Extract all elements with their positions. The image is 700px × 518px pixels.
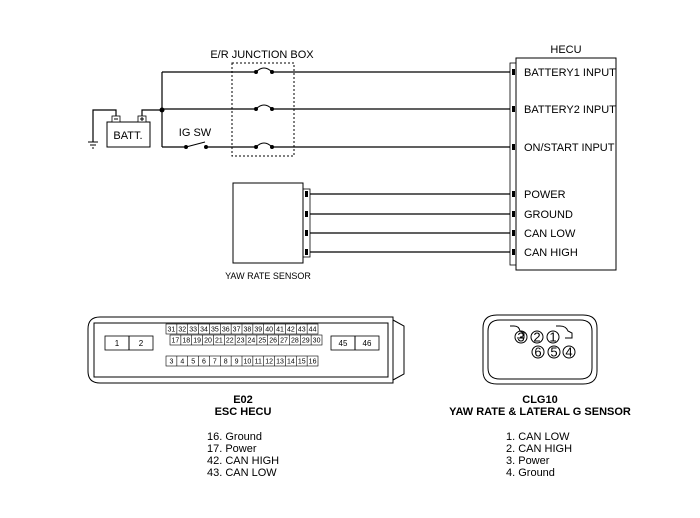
e02-pin: 40 <box>265 327 273 334</box>
e02-pin-note: 42. CAN HIGH <box>207 455 279 467</box>
yaw-sensor-label: YAW RATE SENSOR <box>225 271 311 281</box>
ig-switch <box>184 141 208 149</box>
e02-pin: 4 <box>180 359 184 366</box>
e02-pin: 26 <box>269 338 277 345</box>
e02-pin: 22 <box>226 338 234 345</box>
e02-pin: 8 <box>224 359 228 366</box>
e02-pin: 27 <box>280 338 288 345</box>
clg10-pin-note: 2. CAN HIGH <box>506 443 572 455</box>
e02-pin: 33 <box>189 327 197 334</box>
e02-pin: 31 <box>168 327 176 334</box>
e02-pin: 38 <box>244 327 252 334</box>
e02-pin: 5 <box>191 359 195 366</box>
yaw-sensor-box <box>232 182 304 264</box>
e02-pin: 43 <box>298 327 306 334</box>
clg10-code: CLG10 <box>522 394 557 406</box>
clg10-pin: 6 <box>534 345 541 360</box>
bus-junction-1 <box>159 107 165 113</box>
clg10-pin-note: 1. CAN LOW <box>506 431 570 443</box>
clg10-connector <box>482 314 598 385</box>
ground-icon <box>88 141 98 149</box>
hecu-pin-can-high: CAN HIGH <box>524 247 578 259</box>
e02-pin: 39 <box>254 327 262 334</box>
hecu-title: HECU <box>550 44 581 56</box>
hecu-pin-can-low: CAN LOW <box>524 228 576 240</box>
battery-ground-wire <box>92 109 117 142</box>
clg10-pin: 4 <box>565 345 572 360</box>
clg10-pin: 5 <box>550 345 557 360</box>
fuse-1 <box>254 67 274 74</box>
clg10-pin-note: 4. Ground <box>506 467 555 479</box>
e02-pin: 24 <box>248 338 256 345</box>
clg10-pin: 2 <box>533 330 540 345</box>
clg10-pin-note: 3. Power <box>506 455 550 467</box>
battery <box>106 115 151 148</box>
e02-pin: 30 <box>313 338 321 345</box>
e02-pin: 44 <box>309 327 317 334</box>
e02-pin: 7 <box>213 359 217 366</box>
e02-pin: 2 <box>139 339 144 348</box>
e02-pin: 29 <box>302 338 310 345</box>
e02-pin: 21 <box>215 338 223 345</box>
hecu-pin-battery2-input: BATTERY2 INPUT <box>524 104 616 116</box>
e02-pin: 41 <box>276 327 284 334</box>
hecu-connector <box>509 62 517 266</box>
e02-pin: 12 <box>265 359 273 366</box>
clg10-pin: 1 <box>549 330 556 345</box>
battery-label: BATT. <box>113 130 142 142</box>
e02-pin: 11 <box>255 359 262 366</box>
battery-positive-wire <box>141 109 162 116</box>
e02-pin: 37 <box>233 327 241 334</box>
e02-pin: 18 <box>182 338 190 345</box>
e02-pin-note: 16. Ground <box>207 431 262 443</box>
e02-pin: 9 <box>235 359 239 366</box>
e02-pin: 20 <box>204 338 212 345</box>
e02-pin: 6 <box>202 359 206 366</box>
e02-pin: 13 <box>276 359 284 366</box>
e02-code: E02 <box>233 394 253 406</box>
e02-pin: 17 <box>172 338 180 345</box>
hecu-pin-terminals <box>512 69 515 255</box>
e02-pin: 10 <box>244 359 252 366</box>
ig-switch-label: IG SW <box>179 127 212 139</box>
e02-pin: 42 <box>287 327 295 334</box>
fuse-2 <box>254 104 274 111</box>
hecu-pin-ground: GROUND <box>524 209 573 221</box>
e02-pin: 28 <box>291 338 299 345</box>
e02-pin: 16 <box>309 359 317 366</box>
e02-pin: 1 <box>115 339 120 348</box>
e02-pin: 3 <box>169 359 173 366</box>
yaw-sensor-connector <box>302 188 311 258</box>
clg10-pin: 3 <box>517 330 524 345</box>
e02-pin: 32 <box>178 327 186 334</box>
e02-name: ESC HECU <box>215 406 272 418</box>
e02-pin: 34 <box>200 327 208 334</box>
e02-pin: 23 <box>237 338 245 345</box>
fuse-3 <box>254 142 274 149</box>
e02-pin: 36 <box>222 327 230 334</box>
hecu-pin-on-start-input: ON/START INPUT <box>524 142 615 154</box>
junction-box-label: E/R JUNCTION BOX <box>210 49 314 61</box>
e02-pin: 46 <box>363 339 372 348</box>
e02-pin: 19 <box>193 338 201 345</box>
e02-pin: 35 <box>211 327 219 334</box>
e02-pin: 45 <box>339 339 348 348</box>
e02-pin: 25 <box>258 338 266 345</box>
yaw-sensor-pin-terminals <box>305 191 308 255</box>
e02-pin-note: 17. Power <box>207 443 257 455</box>
e02-pin-note: 43. CAN LOW <box>207 467 277 479</box>
clg10-name: YAW RATE & LATERAL G SENSOR <box>449 406 631 418</box>
hecu-pin-battery1-input: BATTERY1 INPUT <box>524 67 616 79</box>
hecu-pin-power: POWER <box>524 189 566 201</box>
e02-pin: 14 <box>287 359 295 366</box>
e02-pin: 15 <box>298 359 306 366</box>
